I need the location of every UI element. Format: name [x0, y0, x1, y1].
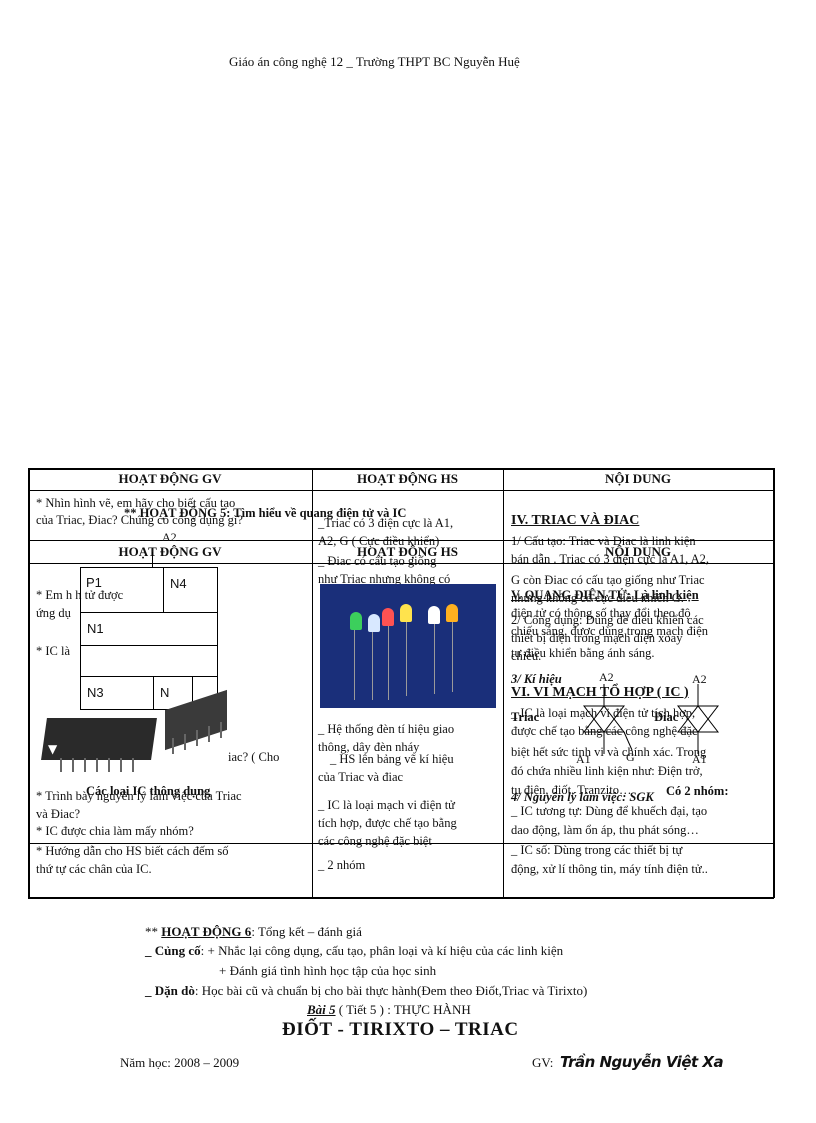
co-2-nhom-label: Có 2 nhóm: [666, 784, 729, 798]
label-a2: A2 [162, 530, 177, 544]
page-header: Giáo án công nghệ 12 _ Trường THPT BC Ng… [229, 54, 520, 69]
t2-header-gv: HOẠT ĐỘNG GV [118, 544, 222, 559]
t2-hs-line-8: _ 2 nhóm [318, 858, 366, 872]
t2-vi-line-2: được chế tạo bằng các công nghệ đặc [511, 724, 698, 738]
t2-hs-line-3: _ HS lên bảng vẽ kí hiệu [330, 752, 454, 766]
t1-nd-line-5: 2/ Công dụng: Dùng để điều khiển các [511, 613, 704, 627]
t2-gv-line-2: ứng dụ [36, 606, 71, 620]
layer-n1: N1 [80, 612, 218, 646]
t2-vi-line-9: động, xử lí thông tin, máy tính điện tử.… [511, 862, 708, 876]
t2-gv-line-6: và Điac? [36, 807, 81, 821]
t1-hs-line-2: A2, G ( Cực điều khiển) [318, 534, 440, 548]
t1-header-nd: NỘI DUNG [604, 471, 672, 486]
layer-n4: N4 [163, 567, 218, 613]
cung-co-line-2: + Đánh giá tình hình học tập của học sin… [219, 963, 437, 978]
t2-gv-line-3: * IC là [36, 644, 71, 658]
t1-gv-line-1: * Nhìn hình vẽ, em hãy cho biết cấu tạo [36, 496, 236, 510]
t1-gv-line-2: của Triac, Điac? Chúng có công dụng gì? [36, 513, 243, 527]
t2-gv-line-7: * IC được chia làm mấy nhóm? [36, 824, 194, 838]
t1-nd-line-1: 1/ Cấu tạo: Triac và Điac là linh kiện [511, 534, 696, 548]
layer-p2 [80, 645, 218, 677]
layer-p1: P1 [86, 575, 102, 590]
triac-diac-symbol-icon [582, 684, 720, 754]
led-photo [320, 584, 496, 708]
t2-vi-line-6: _ IC tương tự: Dùng để khuếch đại, tạo [511, 804, 708, 818]
symbol-a2-diac: A2 [692, 672, 707, 686]
symbol-a2-triac: A2 [599, 670, 614, 684]
t2-hs-line-2: thông, dây đèn nháy [318, 740, 420, 754]
lesson-title: ĐIỐT - TIRIXTO – TRIAC [282, 1019, 519, 1040]
t2-nd-v-line-3: chiếu sáng, được dùng trong mạch điện [511, 624, 709, 638]
t2-header-hs: HOẠT ĐỘNG HS [357, 544, 458, 559]
t2-hs-line-6: tích hợp, được chế tạo bằng [318, 816, 457, 830]
symbol-a1-diac: A1 [692, 752, 707, 766]
t2-vi-line-8: _ IC số: Dùng trong các thiết bị tự [511, 843, 683, 857]
t1-nd-line-6: thiết bị điện trong mạch điện xoay [511, 631, 683, 645]
teacher-signature: Trần Nguyễn Việt Xa [560, 1053, 724, 1071]
section-vi-title: VI. VI MẠCH TỔ HỢP ( IC ) [511, 685, 689, 700]
section-v-title: V. QUANG ĐIỆN TỬ: Là linh kiện [511, 588, 699, 602]
symbol-a1-triac: A1 [576, 752, 591, 766]
t2-gv-line-5: * Trình bày nguyên lý làm việc của Triac [36, 789, 242, 803]
dan-do-line: _ Dặn dò: Học bài cũ và chuẩn bị cho bài… [145, 983, 588, 998]
t2-gv-line-4: iac? ( Cho [228, 750, 280, 764]
t2-vi-line-7: dao động, làm ổn áp, thu phát sóng… [511, 823, 699, 837]
t1-hs-line-4: như Triac nhưng không có [318, 572, 451, 586]
layer-n3: N3 [80, 676, 154, 710]
section-iv-title: IV. TRIAC VÀ ĐIAC [511, 513, 640, 528]
t2-header-nd: NỘI DUNG [604, 544, 672, 559]
t1-nd-line-4: nhưng không có cực điều khiển G. [511, 591, 684, 605]
t2-gv-line-8: * Hướng dẫn cho HS biết cách đếm số [36, 844, 229, 858]
t2-vi-line-4: đó chứa nhiều linh kiện như: Điện trở, [511, 764, 703, 778]
ic-logo-icon: ▼ [48, 742, 58, 756]
t2-gv-line-1: * Em h h tử được [36, 588, 124, 602]
t1-hs-line-1: _Triac có 3 điện cực là A1, [318, 516, 454, 530]
t1-header-gv: HOẠT ĐỘNG GV [118, 471, 222, 486]
symbol-g-triac: G [626, 750, 635, 764]
cung-co-line: _ Củng cố: + Nhắc lại công dụng, cấu tạo… [145, 943, 564, 958]
symbol-label-triac: Triac [511, 710, 540, 724]
t1-nd-line-7: chiều. [511, 649, 542, 663]
ic-caption: Các loại IC thông dụng [86, 784, 211, 798]
hoat-dong-6-line: ** HOẠT ĐỘNG 6: Tổng kết – đánh giá [145, 924, 362, 939]
t2-gv-line-9: thứ tự các chân của IC. [36, 862, 152, 876]
t2-vi-line-1: _ IC là loại mạch vi điện tử tích hợp, [511, 706, 696, 720]
t1-hs-line-3: _ Điac có cấu tạo giống [318, 554, 437, 568]
t2-vi-line-5: tụ điện, điốt, Tranzito… [511, 783, 632, 797]
t1-nd-line-2: bán dẫn . Triac có 3 điện cực là A1, A2, [511, 552, 710, 566]
nguyen-ly-label: 4/ Nguyên lý làm việc: SGK [511, 790, 654, 804]
t1-header-hs: HOẠT ĐỘNG HS [357, 471, 458, 486]
ki-hieu-label: 3/ Kí hiệu [511, 672, 562, 686]
t2-vi-line-3: biệt hết sức tinh vi và chính xác. Trong [511, 745, 707, 759]
hoat-dong-5-heading: ** HOẠT ĐỘNG 5: Tìm hiểu về quang điện t… [124, 506, 407, 520]
school-year: Năm học: 2008 – 2009 [120, 1055, 240, 1070]
symbol-label-diac: Điac [654, 710, 679, 724]
bai-5-line: Bài 5 ( Tiết 5 ) : THỰC HÀNH [307, 1002, 471, 1017]
t1-nd-line-3: G còn Điac có cấu tạo giống như Triac [511, 573, 705, 587]
t2-hs-line-5: _ IC là loại mạch vi điện tử [318, 798, 455, 812]
t2-hs-line-7: các công nghệ đặc biệt [318, 834, 432, 848]
t2-nd-v-line-4: tự điều khiển bằng ánh sáng. [511, 646, 655, 660]
t2-hs-line-1: _ Hệ thống đèn tí hiệu giao [318, 722, 455, 736]
gv-label: GV: [532, 1055, 554, 1070]
t2-hs-line-4: của Triac và điac [318, 770, 404, 784]
t2-nd-v-line-2: điện tử có thông số thay đổi theo độ [511, 606, 691, 620]
